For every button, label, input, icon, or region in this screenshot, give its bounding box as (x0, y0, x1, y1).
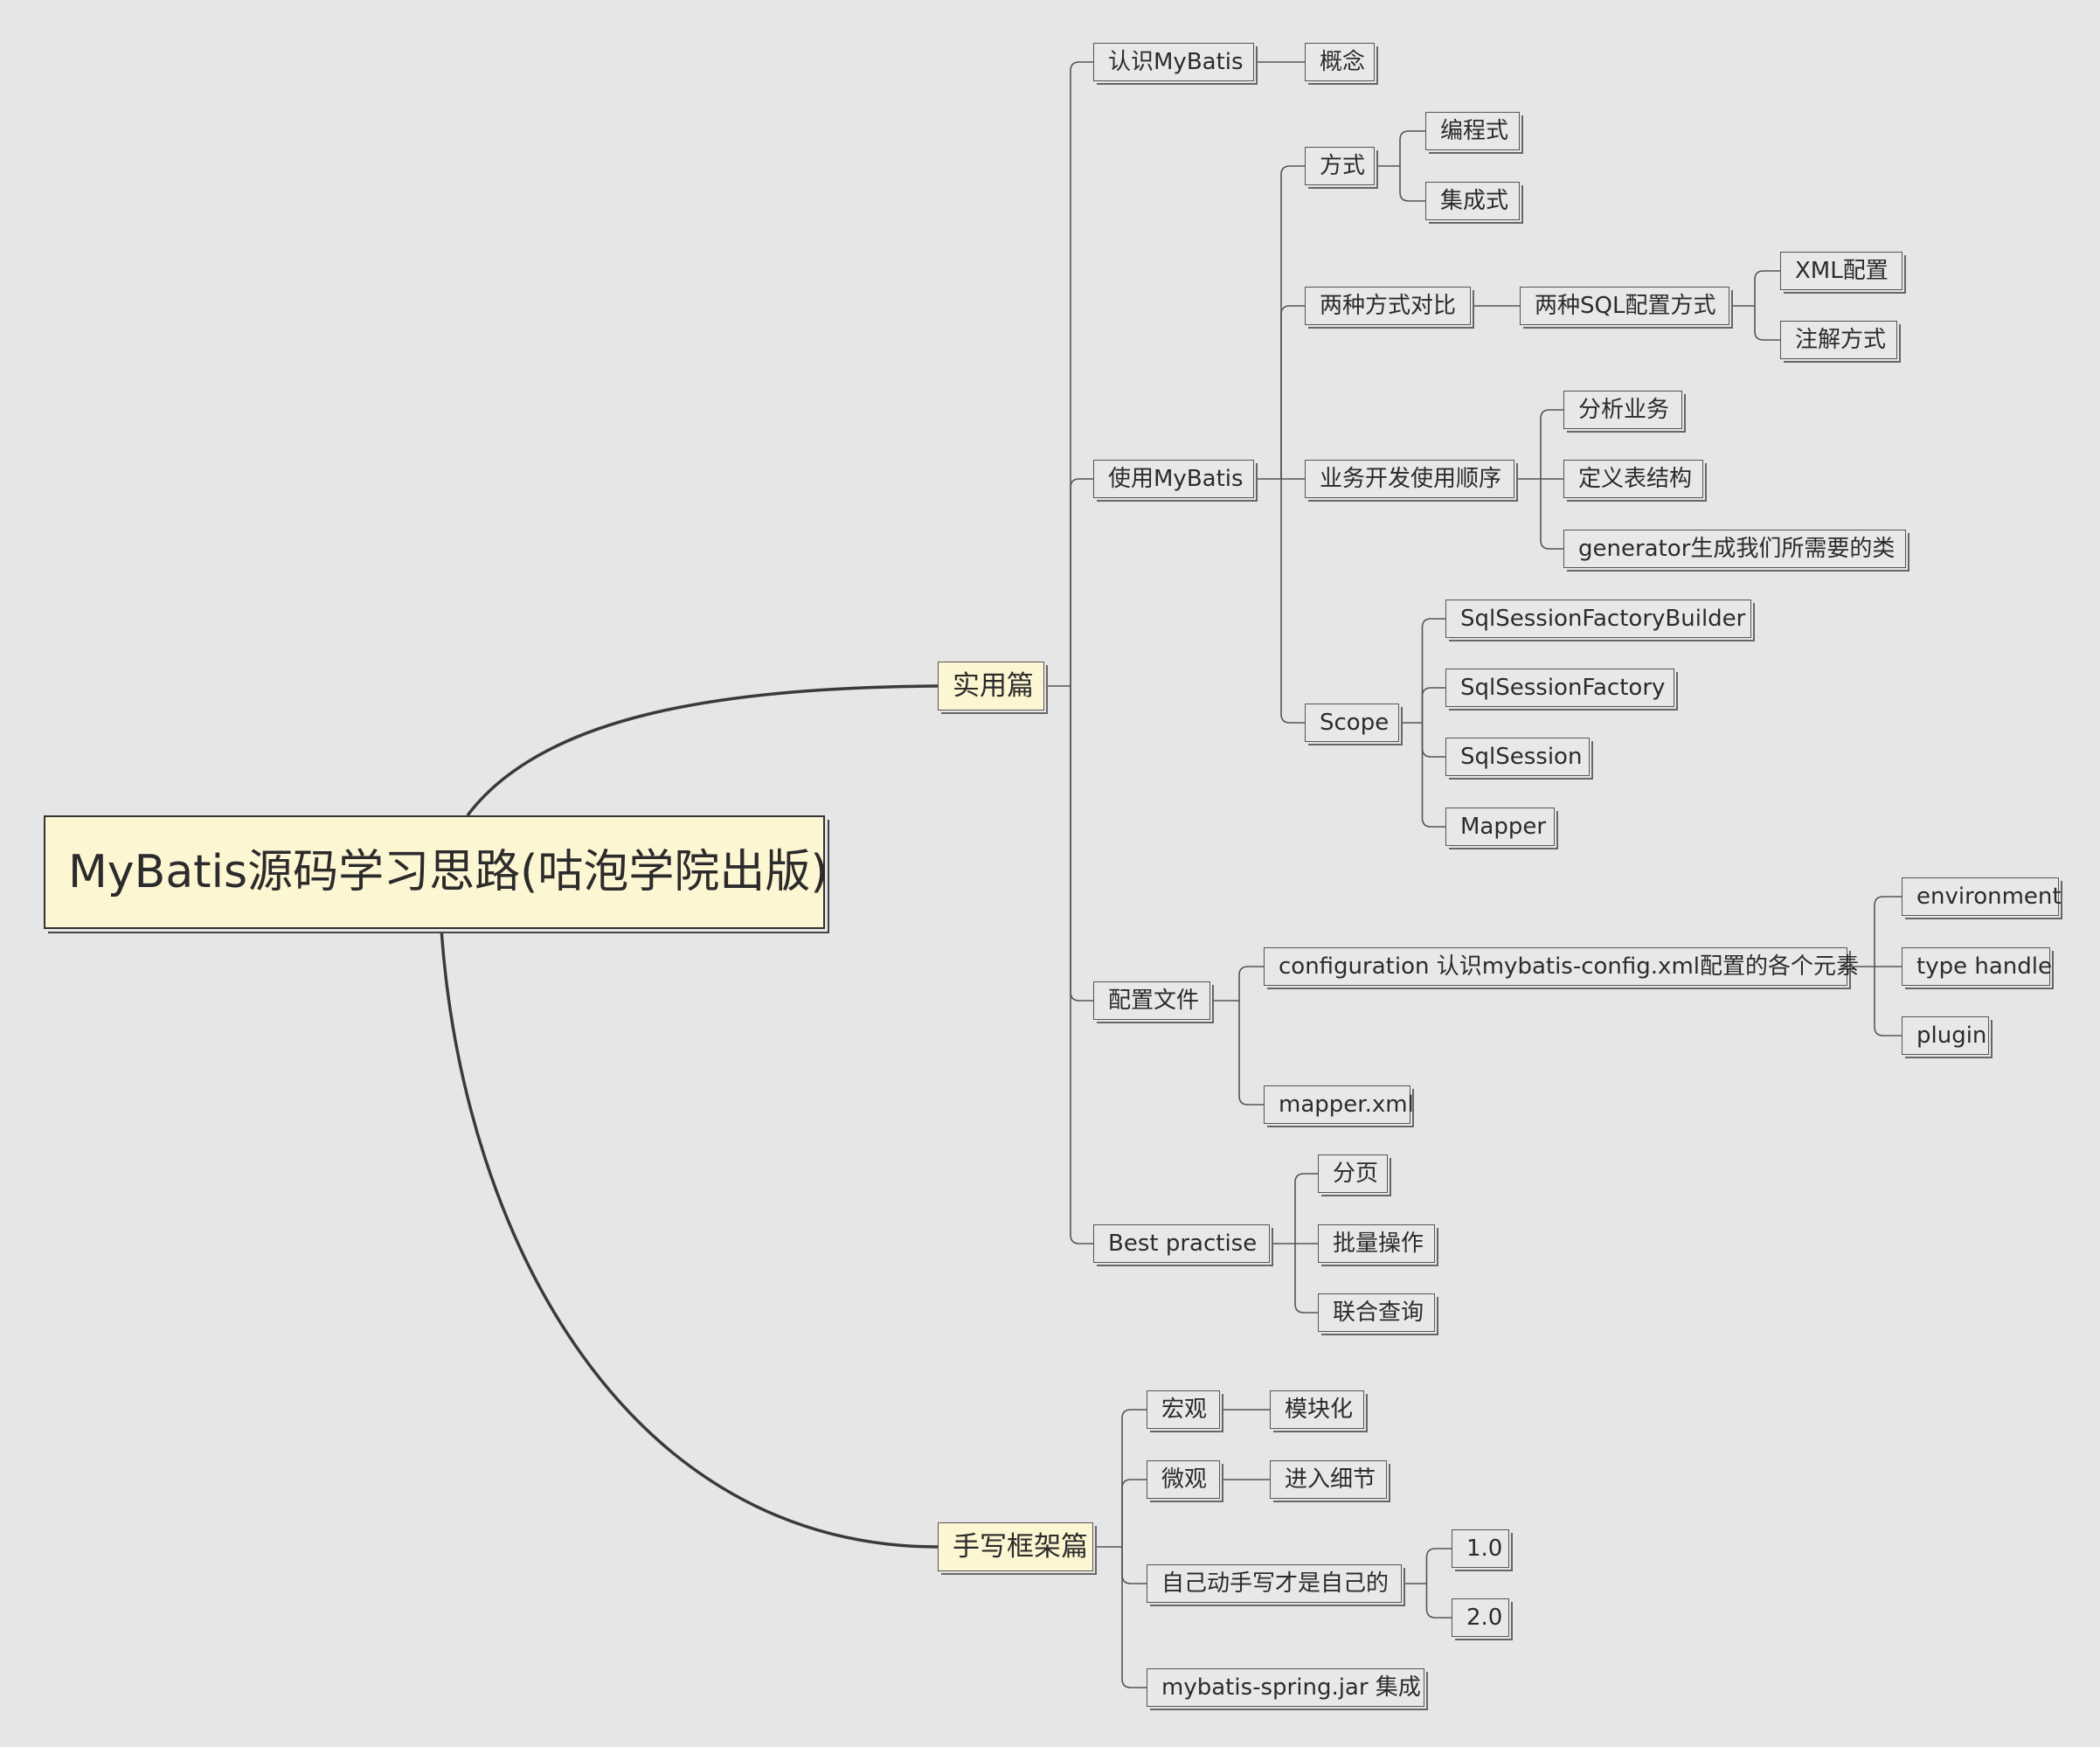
topic-v2[interactable]: 2.0 (1452, 1598, 1509, 1637)
topic-sqlsession[interactable]: SqlSession (1445, 738, 1590, 776)
topic-handwrite[interactable]: 手写框架篇 (938, 1522, 1093, 1571)
topic-join-query[interactable]: 联合查询 (1318, 1293, 1435, 1332)
topic-generator[interactable]: generator生成我们所需要的类 (1563, 530, 1906, 568)
topic-mapper[interactable]: Mapper (1445, 808, 1555, 846)
connector-28 (1421, 723, 1445, 828)
topic-macro[interactable]: 宏观 (1147, 1390, 1220, 1429)
topic-details[interactable]: 进入细节 (1270, 1460, 1387, 1499)
topic-practical[interactable]: 实用篇 (938, 662, 1044, 711)
topic-define-tables[interactable]: 定义表结构 (1563, 460, 1703, 498)
root-curve-handwrite (440, 928, 939, 1549)
topic-analyze[interactable]: 分析业务 (1563, 391, 1682, 429)
topic-batch[interactable]: 批量操作 (1318, 1224, 1435, 1263)
connector-37 (1294, 1173, 1318, 1244)
topic-know-mybatis[interactable]: 认识MyBatis (1093, 43, 1254, 81)
topic-use-mybatis[interactable]: 使用MyBatis (1093, 460, 1254, 498)
connector-42 (1121, 1479, 1147, 1547)
topic-mapper-xml[interactable]: mapper.xml (1264, 1085, 1414, 1124)
connector-51 (1425, 1584, 1452, 1619)
topic-mybatis-spring[interactable]: mybatis-spring.jar 集成 (1147, 1668, 1424, 1707)
topic-mode[interactable]: 方式 (1305, 147, 1375, 185)
connector-8 (1280, 165, 1305, 479)
connector-3 (1070, 686, 1093, 1002)
topic-sqlsessionfactory[interactable]: SqlSessionFactory (1445, 669, 1674, 707)
connector-25 (1421, 618, 1445, 723)
connector-18 (1754, 270, 1780, 306)
topic-compare[interactable]: 两种方式对比 (1305, 287, 1471, 325)
connector-39 (1294, 1244, 1318, 1314)
connector-1 (1070, 61, 1093, 686)
connector-13 (1399, 130, 1425, 166)
connector-43 (1121, 1547, 1147, 1584)
topic-write-yourself[interactable]: 自己动手写才是自己的 (1147, 1564, 1402, 1603)
topic-v1[interactable]: 1.0 (1452, 1529, 1509, 1568)
topic-xml-config[interactable]: XML配置 (1780, 252, 1902, 290)
topic-programmatic[interactable]: 编程式 (1425, 112, 1520, 150)
topic-plugin[interactable]: plugin (1902, 1016, 1989, 1055)
connector-23 (1540, 479, 1563, 550)
topic-type-handle[interactable]: type handle (1902, 947, 2052, 986)
topic-environment[interactable]: environment (1902, 877, 2062, 916)
connector-4 (1070, 686, 1093, 1244)
root-topic[interactable]: MyBatis源码学习思路(咕泡学院出版) (44, 815, 828, 929)
connector-30 (1238, 966, 1264, 1001)
topic-dev-order[interactable]: 业务开发使用顺序 (1305, 460, 1514, 498)
topic-configuration[interactable]: configuration 认识mybatis-config.xml配置的各个元… (1264, 947, 1859, 986)
connector-14 (1399, 166, 1425, 202)
connector-11 (1280, 479, 1305, 724)
topic-sql-config[interactable]: 两种SQL配置方式 (1520, 287, 1729, 325)
connector-41 (1121, 1409, 1147, 1547)
connector-26 (1421, 687, 1445, 723)
topic-scope[interactable]: Scope (1305, 704, 1399, 742)
topic-sqlsessionfactorybuilder[interactable]: SqlSessionFactoryBuilder (1445, 600, 1751, 638)
topic-config-file[interactable]: 配置文件 (1093, 981, 1210, 1020)
connector-27 (1421, 723, 1445, 758)
connector-31 (1238, 1001, 1264, 1106)
connector-33 (1874, 896, 1902, 967)
connector-2 (1070, 478, 1093, 686)
topic-concept[interactable]: 概念 (1305, 43, 1375, 81)
topic-paging[interactable]: 分页 (1318, 1154, 1388, 1193)
connector-50 (1425, 1548, 1452, 1584)
topic-best-practise[interactable]: Best practise (1093, 1224, 1270, 1263)
topic-integrated[interactable]: 集成式 (1425, 182, 1520, 220)
connector-44 (1121, 1547, 1147, 1688)
connector-9 (1280, 305, 1305, 479)
topic-modular[interactable]: 模块化 (1270, 1390, 1364, 1429)
topic-annotation[interactable]: 注解方式 (1780, 321, 1897, 359)
root-curve-practical (466, 684, 939, 817)
connector-19 (1754, 306, 1780, 341)
connector-35 (1874, 967, 1902, 1036)
connector-21 (1540, 409, 1563, 479)
topic-micro[interactable]: 微观 (1147, 1460, 1220, 1499)
